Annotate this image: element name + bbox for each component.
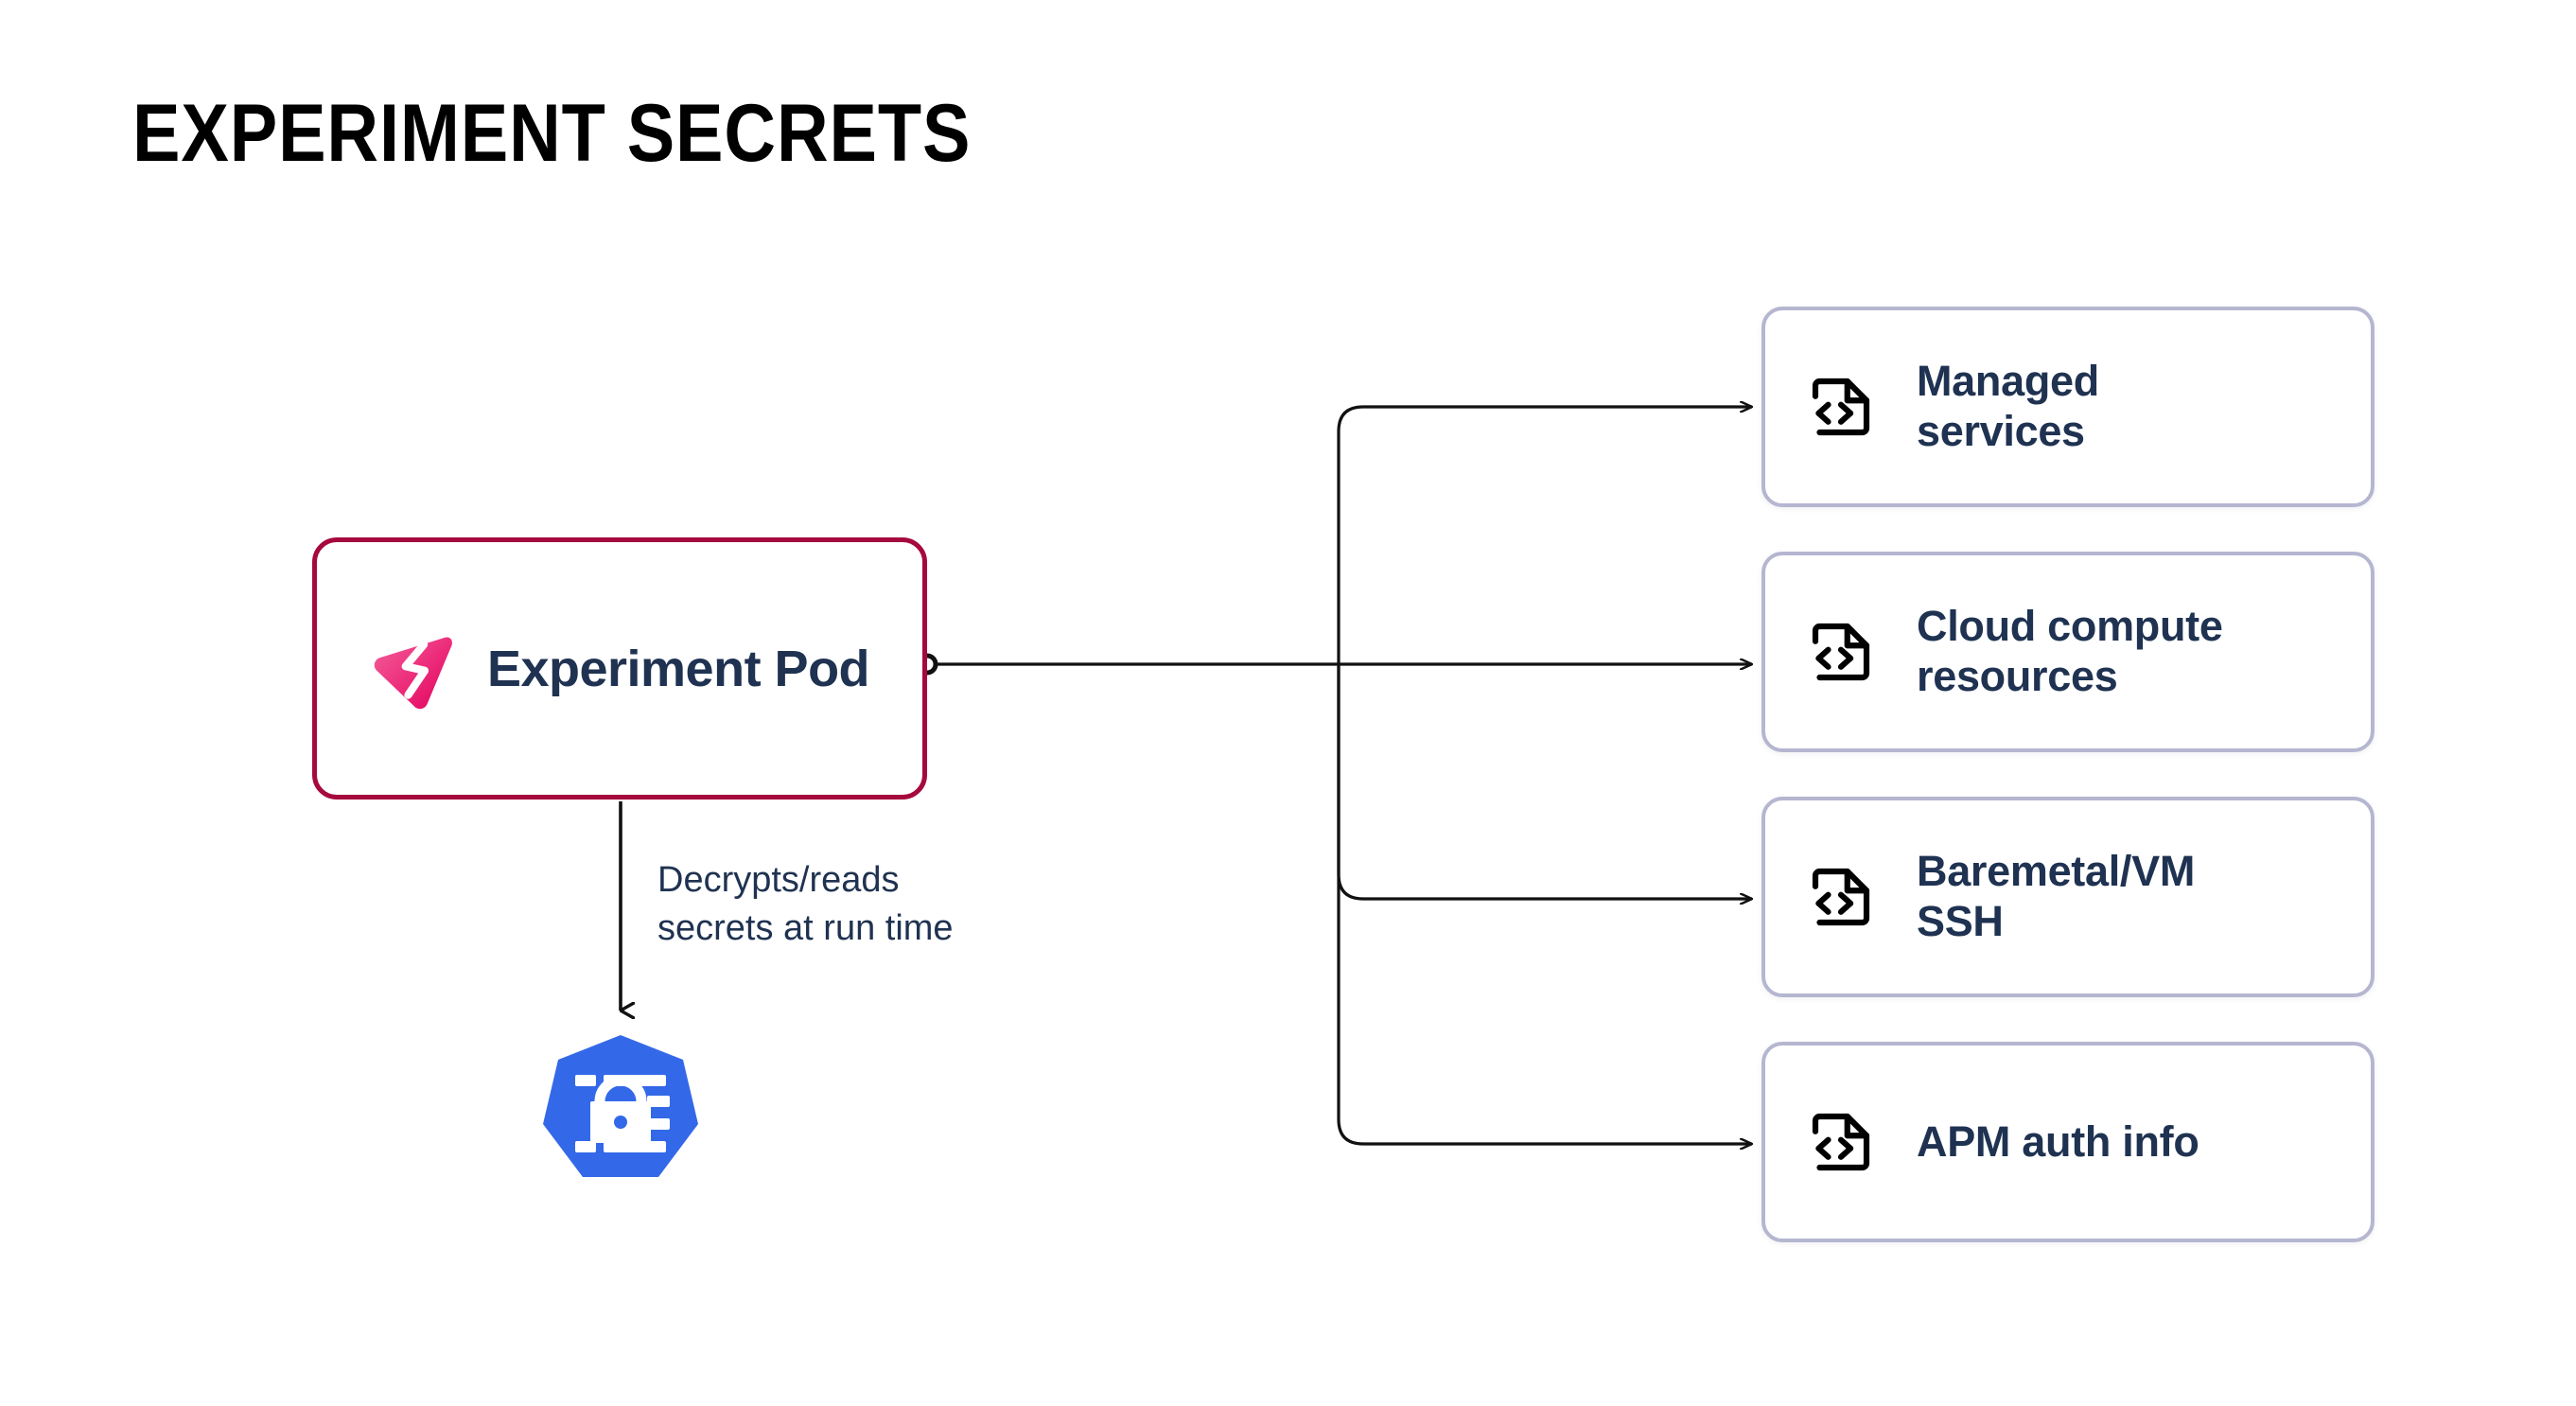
target-card-cloud-compute-resources[interactable]: Cloud compute resources <box>1761 552 2374 752</box>
card-label-line-2: SSH <box>1917 897 2004 945</box>
target-card-managed-services[interactable]: Managed services <box>1761 307 2374 507</box>
page-title: EXPERIMENT SECRETS <box>132 88 972 179</box>
card-label: Managed services <box>1917 357 2099 456</box>
file-code-icon <box>1812 378 1870 436</box>
branch-line-3 <box>1337 664 1752 899</box>
edge-label-line-1: Decrypts/reads <box>657 860 900 900</box>
card-label: Cloud compute resources <box>1917 602 2223 701</box>
edge-label-line-2: secrets at run time <box>657 908 954 949</box>
card-label-line-1: Baremetal/VM <box>1917 847 2196 896</box>
kubernetes-secret-node[interactable]: secret <box>541 1033 700 1232</box>
card-label-line-2: resources <box>1917 652 2118 700</box>
target-card-baremetal-vm-ssh[interactable]: Baremetal/VM SSH <box>1761 797 2374 997</box>
card-label-line-1: Managed <box>1917 357 2099 406</box>
target-card-apm-auth-info[interactable]: APM auth info <box>1761 1042 2374 1242</box>
branch-line-1 <box>1337 407 1752 664</box>
file-code-icon <box>1812 868 1870 926</box>
edge-label: Decrypts/reads secrets at run time <box>657 856 1055 954</box>
experiment-pod-node[interactable]: Experiment Pod <box>312 537 927 800</box>
card-label: Baremetal/VM SSH <box>1917 847 2195 946</box>
card-label-line-1: Cloud compute <box>1917 602 2223 651</box>
card-label: APM auth info <box>1917 1117 2199 1168</box>
file-code-icon <box>1812 623 1870 681</box>
card-label-line-1: APM auth info <box>1917 1116 2199 1166</box>
secret-node-label: secret <box>582 1183 659 1214</box>
card-label-line-2: services <box>1917 407 2085 455</box>
kubernetes-secret-icon: secret <box>543 1035 698 1214</box>
gremlin-logo-icon <box>374 636 452 709</box>
branch-line-4 <box>1337 664 1752 1144</box>
experiment-pod-label: Experiment Pod <box>486 640 870 697</box>
file-code-icon <box>1812 1113 1870 1171</box>
